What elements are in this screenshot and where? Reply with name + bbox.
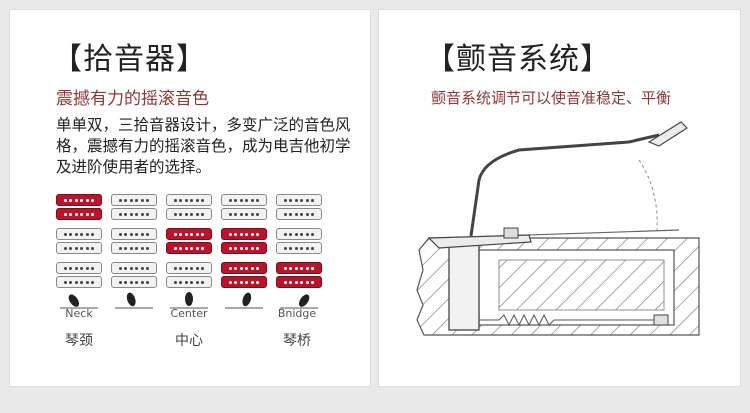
- pickup-coil: [166, 194, 212, 206]
- tremolo-block: [448, 244, 480, 331]
- pickup-coil: [166, 262, 212, 274]
- pickup-icon: [221, 228, 267, 254]
- tremolo-title: 【颤音系统】: [425, 42, 611, 77]
- spring-claw: [653, 314, 669, 326]
- pickup-coil: [166, 276, 212, 288]
- pickup-coil: [221, 208, 267, 220]
- pickup-coil: [56, 228, 102, 240]
- selector-switch-row: [56, 290, 322, 310]
- pickup-coil: [111, 262, 157, 274]
- pickup-icon: [166, 262, 212, 288]
- position-center: Center 中心: [154, 307, 224, 350]
- position-neck-cn: 琴颈: [65, 333, 93, 349]
- tremolo-diagram: [416, 121, 700, 336]
- pickup-panel: 【拾音器】 震撼有力的摇滚音色 单单双，三拾音器设计，多变广泛的音色风格，震撼有…: [9, 9, 371, 387]
- pickup-icon: [276, 228, 322, 254]
- position-bridge: Bnidge 琴桥: [262, 307, 332, 350]
- position-center-cn: 中心: [175, 333, 203, 349]
- selector-switch-icon: [170, 292, 208, 309]
- position-neck: Neck 琴颈: [44, 307, 114, 350]
- pickup-coil: [276, 262, 322, 274]
- pickup-coil: [166, 208, 212, 220]
- tremolo-arm: [469, 133, 660, 237]
- pickup-icon: [56, 262, 102, 288]
- tremolo-subtitle: 颤音系统调节可以使音准稳定、平衡: [431, 89, 672, 107]
- selector-switch-icon: [280, 294, 318, 309]
- pickup-coil: [276, 276, 322, 288]
- pickup-icon: [56, 194, 102, 220]
- pickup-coil: [56, 262, 102, 274]
- position-bridge-en: Bnidge: [277, 307, 317, 320]
- selector-switch-icon: [115, 292, 153, 309]
- position-neck-en: Neck: [65, 307, 93, 320]
- pickup-configuration-grid: [56, 194, 322, 288]
- position-bridge-cn: 琴桥: [283, 333, 311, 349]
- pickup-coil: [276, 228, 322, 240]
- pickup-coil: [166, 228, 212, 240]
- pickup-icon: [276, 262, 322, 288]
- pickup-icon: [221, 262, 267, 288]
- pickup-coil: [56, 276, 102, 288]
- pickup-coil: [221, 242, 267, 254]
- pickup-icon: [111, 228, 157, 254]
- pickup-coil: [56, 208, 102, 220]
- position-labels: Neck 琴颈 Center 中心 Bnidge 琴桥: [44, 307, 334, 367]
- selector-switch-icon: [60, 294, 98, 309]
- pickup-coil: [276, 208, 322, 220]
- pickup-coil: [56, 194, 102, 206]
- pickup-coil: [111, 242, 157, 254]
- tremolo-panel: 【颤音系统】 颤音系统调节可以使音准稳定、平衡: [378, 9, 741, 387]
- selector-switch-icon: [225, 292, 263, 309]
- pickup-coil: [56, 242, 102, 254]
- pickup-coil: [221, 262, 267, 274]
- pickup-icon: [111, 262, 157, 288]
- motion-arc: [638, 159, 658, 231]
- pickup-coil: [111, 276, 157, 288]
- pickup-icon: [276, 194, 322, 220]
- pickup-coil: [276, 242, 322, 254]
- pickup-icon: [166, 228, 212, 254]
- pickup-description: 单单双，三拾音器设计，多变广泛的音色风格，震撼有力的摇滚音色，成为电吉他初学及进…: [56, 116, 351, 176]
- tremolo-spring: [479, 313, 659, 327]
- pickup-icon: [111, 194, 157, 220]
- pickup-coil: [111, 228, 157, 240]
- pickup-icon: [221, 194, 267, 220]
- cavity-wall: [498, 259, 665, 311]
- pickup-coil: [221, 228, 267, 240]
- pickup-title: 【拾音器】: [52, 42, 207, 77]
- pickup-coil: [111, 208, 157, 220]
- pickup-coil: [221, 194, 267, 206]
- pickup-icon: [166, 194, 212, 220]
- tremolo-arm-tip: [647, 121, 688, 147]
- pickup-coil: [276, 194, 322, 206]
- pickup-coil: [111, 194, 157, 206]
- pickup-coil: [221, 276, 267, 288]
- pickup-subtitle: 震撼有力的摇滚音色: [56, 89, 209, 109]
- position-center-en: Center: [170, 307, 208, 320]
- pickup-icon: [56, 228, 102, 254]
- pickup-coil: [166, 242, 212, 254]
- saddle: [503, 227, 519, 239]
